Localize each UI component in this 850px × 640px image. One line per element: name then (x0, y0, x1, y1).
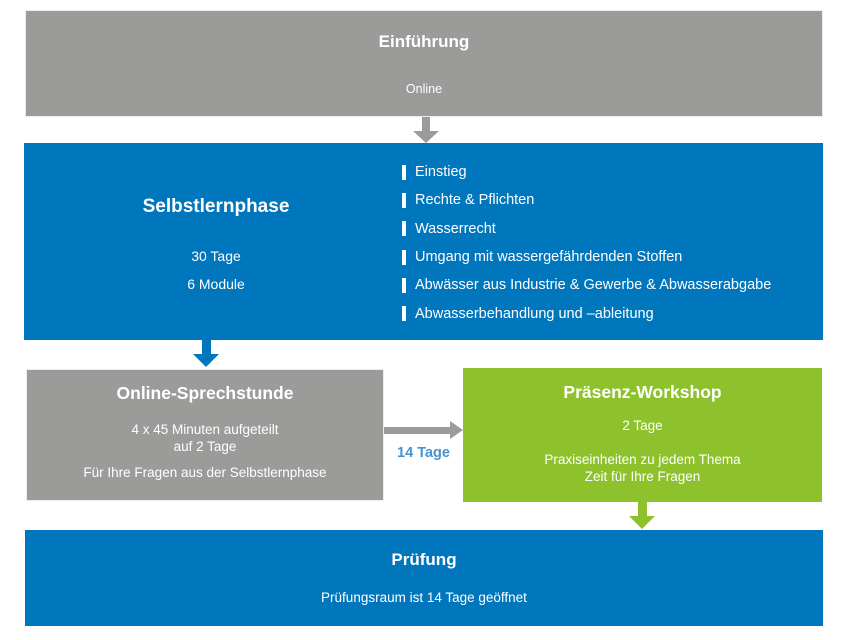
intro-title: Einführung (378, 32, 470, 51)
office-hours-line1: 4 x 45 Minuten aufgeteilt (131, 422, 279, 437)
bullet-bar-icon (402, 277, 406, 293)
exam-subtitle: Prüfungsraum ist 14 Tage geöffnet (321, 590, 527, 605)
module-label: Abwasserbehandlung und –ableitung (415, 305, 654, 322)
arrow-stem (422, 117, 430, 131)
list-item: Wasserrecht (402, 215, 771, 243)
arrow-head (413, 131, 439, 143)
exam-box: Prüfung Prüfungsraum ist 14 Tage geöffne… (25, 530, 823, 626)
down-arrow-icon (193, 340, 219, 367)
workshop-duration: 2 Tage (622, 418, 663, 433)
workshop-title: Präsenz-Workshop (563, 382, 722, 402)
list-item: Einstieg (402, 158, 771, 186)
list-item: Umgang mit wassergefährdenden Stoffen (402, 243, 771, 271)
office-hours-line3: Für Ihre Fragen aus der Selbstlernphase (83, 465, 327, 480)
self-learning-modules-count: 6 Module (187, 276, 245, 292)
module-list: Einstieg Rechte & Pflichten Wasserrecht … (402, 158, 771, 328)
module-label: Wasserrecht (415, 220, 496, 237)
office-hours-title: Online-Sprechstunde (116, 383, 294, 403)
module-label: Einstieg (415, 164, 467, 181)
module-label: Abwässer aus Industrie & Gewerbe & Abwas… (415, 277, 772, 294)
connector-label: 14 Tage (397, 445, 450, 461)
arrow-head (450, 421, 463, 439)
self-learning-box: Selbstlernphase 30 Tage 6 Module Einstie… (24, 143, 823, 340)
office-hours-line2: auf 2 Tage (173, 439, 237, 454)
module-label: Umgang mit wassergefährdenden Stoffen (415, 249, 683, 266)
list-item: Rechte & Pflichten (402, 186, 771, 214)
workshop-line2: Praxiseinheiten zu jedem Thema (544, 452, 741, 467)
bullet-bar-icon (402, 306, 406, 322)
arrow-stem (384, 427, 450, 434)
arrow-head (629, 516, 655, 529)
self-learning-duration: 30 Tage (191, 248, 241, 264)
online-office-hours-box: Online-Sprechstunde 4 x 45 Minuten aufge… (26, 369, 384, 501)
exam-title: Prüfung (391, 550, 457, 569)
list-item: Abwässer aus Industrie & Gewerbe & Abwas… (402, 271, 771, 299)
intro-box: Einführung Online (25, 10, 823, 117)
workshop-line3: Zeit für Ihre Fragen (584, 469, 701, 484)
arrow-stem (201, 340, 211, 354)
right-arrow-icon (384, 421, 463, 439)
bullet-bar-icon (402, 164, 406, 180)
arrow-head (193, 354, 219, 367)
bullet-bar-icon (402, 221, 406, 237)
self-learning-title: Selbstlernphase (142, 196, 290, 217)
arrow-stem (637, 502, 647, 516)
list-item: Abwasserbehandlung und –ableitung (402, 299, 771, 327)
workshop-box: Präsenz-Workshop 2 Tage Praxiseinheiten … (463, 368, 822, 502)
intro-subtitle: Online (405, 82, 443, 96)
bullet-bar-icon (402, 192, 406, 208)
module-label: Rechte & Pflichten (415, 192, 535, 209)
bullet-bar-icon (402, 249, 406, 265)
down-arrow-icon (629, 502, 655, 529)
down-arrow-icon (413, 117, 439, 143)
